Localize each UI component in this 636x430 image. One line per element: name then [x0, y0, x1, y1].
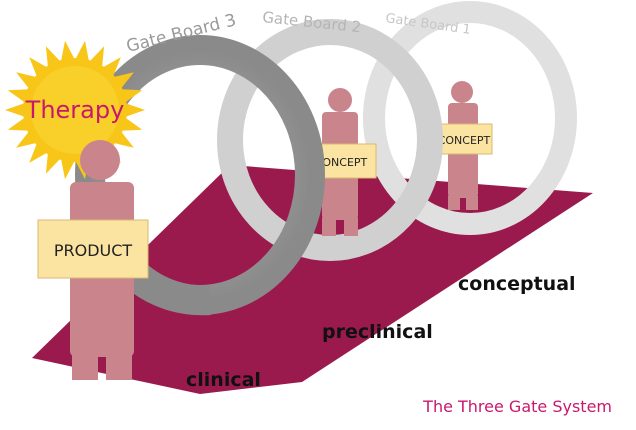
- sign-front: PRODUCT: [37, 219, 149, 279]
- sun-label: Therapy: [25, 96, 125, 124]
- stage-label-preclinical: preclinical: [322, 321, 433, 343]
- sign-back-text: CONCEPT: [438, 134, 491, 147]
- sign-middle-text: CONCEPT: [315, 156, 368, 169]
- stage-label-clinical: clinical: [186, 369, 261, 391]
- gate-ring-1: [363, 1, 577, 235]
- sign-front-text: PRODUCT: [54, 241, 133, 260]
- therapy-sun: Therapy: [5, 40, 145, 180]
- sign-back: CONCEPT: [435, 123, 493, 155]
- stage-label-conceptual: conceptual: [458, 273, 576, 295]
- diagram-title: The Three Gate System: [422, 397, 612, 416]
- gate-ring-2: [217, 19, 443, 261]
